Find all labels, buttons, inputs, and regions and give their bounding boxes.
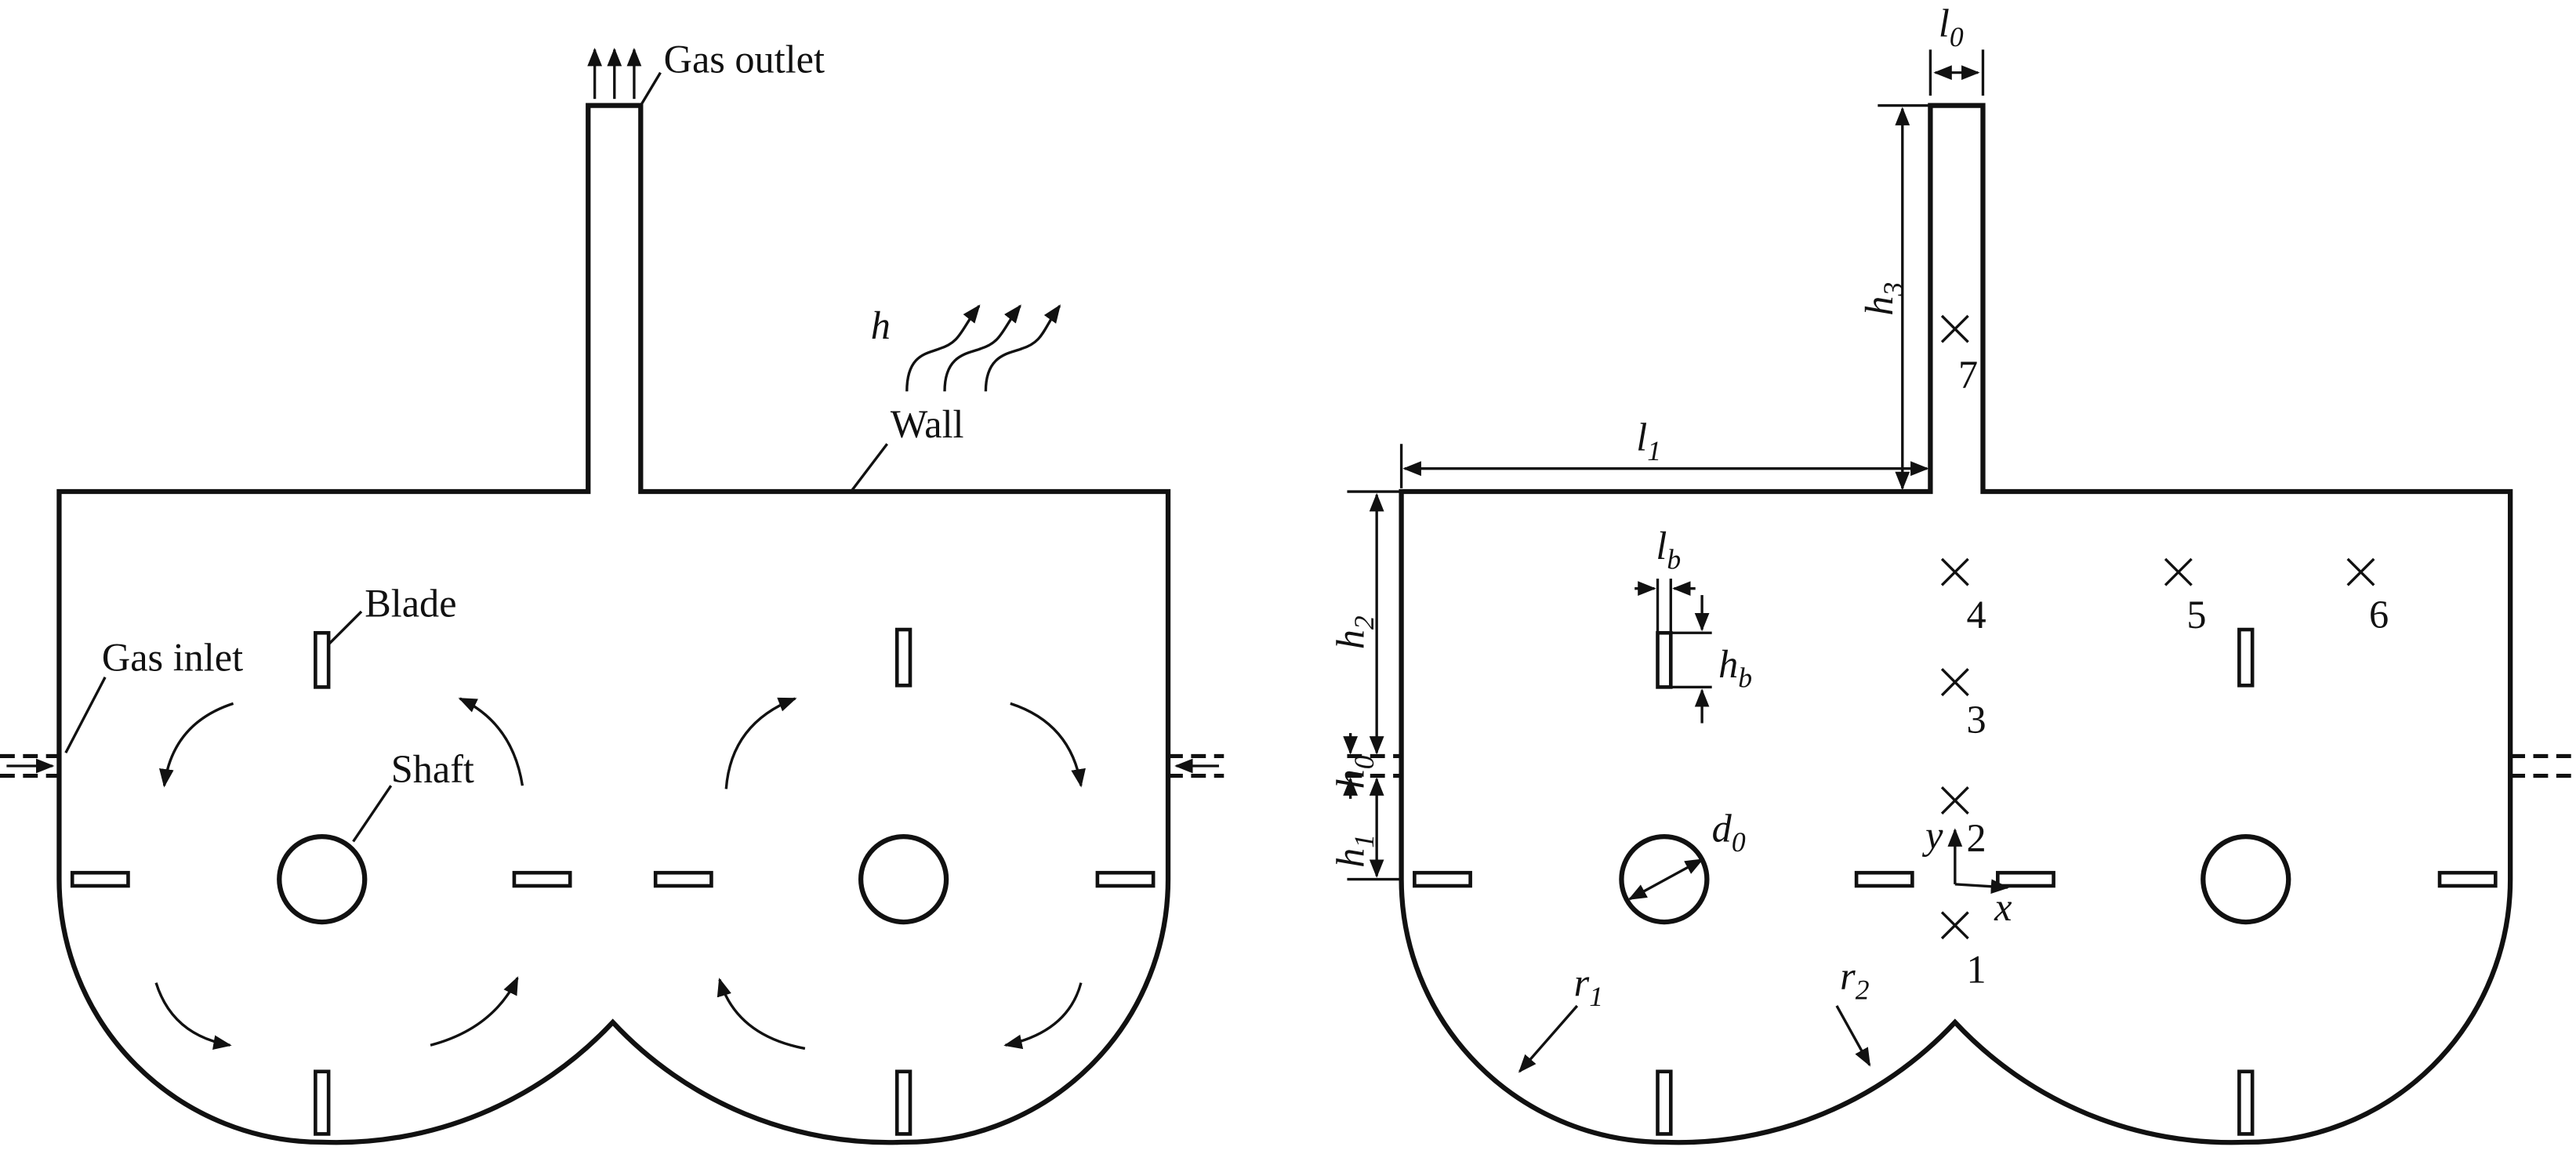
heat-arrows	[905, 304, 1061, 392]
measurement-points: 1 2 3 4 5 6 7	[1940, 314, 2389, 992]
label-l0: l0	[1939, 2, 1964, 53]
flow-arrows	[154, 697, 1086, 1051]
dimension-lines	[1343, 49, 2010, 1073]
point-7: 7	[1958, 353, 1978, 397]
label-h1: h1	[1328, 834, 1380, 868]
blades	[70, 627, 1156, 1136]
point-1: 1	[1967, 948, 1986, 992]
label-heat: h	[871, 303, 891, 347]
label-axis-x: x	[1994, 885, 2012, 929]
label-r1: r1	[1574, 960, 1603, 1012]
label-gas-outlet: Gas outlet	[664, 38, 825, 82]
outlet-arrows	[587, 47, 642, 100]
label-h0: h0	[1328, 755, 1380, 789]
label-wall: Wall	[891, 402, 964, 446]
label-blade: Blade	[365, 581, 456, 625]
gas-inlets	[1347, 753, 2576, 778]
shaft-right	[858, 833, 949, 925]
label-r2: r2	[1840, 954, 1870, 1006]
label-h2: h2	[1328, 615, 1380, 649]
vessel-outline	[1402, 106, 2511, 1143]
label-shaft: Shaft	[391, 747, 474, 791]
right-figure: 1 2 3 4 5 6 7 l0 l1 lb hb d0 r1 r2 h3 h2…	[1328, 2, 2576, 1143]
left-figure: Gas outlet Wall h Blade Gas inlet Shaft	[0, 38, 1225, 1143]
label-hb: hb	[1718, 642, 1752, 694]
shaft-right	[2200, 833, 2291, 925]
label-h3: h3	[1857, 282, 1909, 316]
point-3: 3	[1967, 698, 1986, 742]
label-l1: l1	[1636, 416, 1661, 467]
point-4: 4	[1967, 593, 1986, 637]
point-5: 5	[2186, 593, 2206, 637]
shaft-left	[1619, 833, 1710, 925]
label-gas-inlet: Gas inlet	[102, 635, 243, 679]
point-2: 2	[1967, 816, 1986, 860]
point-6: 6	[2369, 593, 2389, 637]
gas-inlets	[0, 753, 1225, 778]
label-d0: d0	[1712, 806, 1746, 858]
label-lb: lb	[1656, 524, 1681, 575]
shaft-left	[277, 833, 368, 925]
shafts	[277, 833, 949, 925]
dimension-labels: l0 l1 lb hb d0 r1 r2 h3 h2 h0 h1 y x	[1328, 2, 2012, 1012]
blades	[1413, 627, 2498, 1136]
vessel-outline	[59, 106, 1168, 1143]
leaders	[64, 71, 888, 843]
label-axis-y: y	[1921, 813, 1943, 857]
